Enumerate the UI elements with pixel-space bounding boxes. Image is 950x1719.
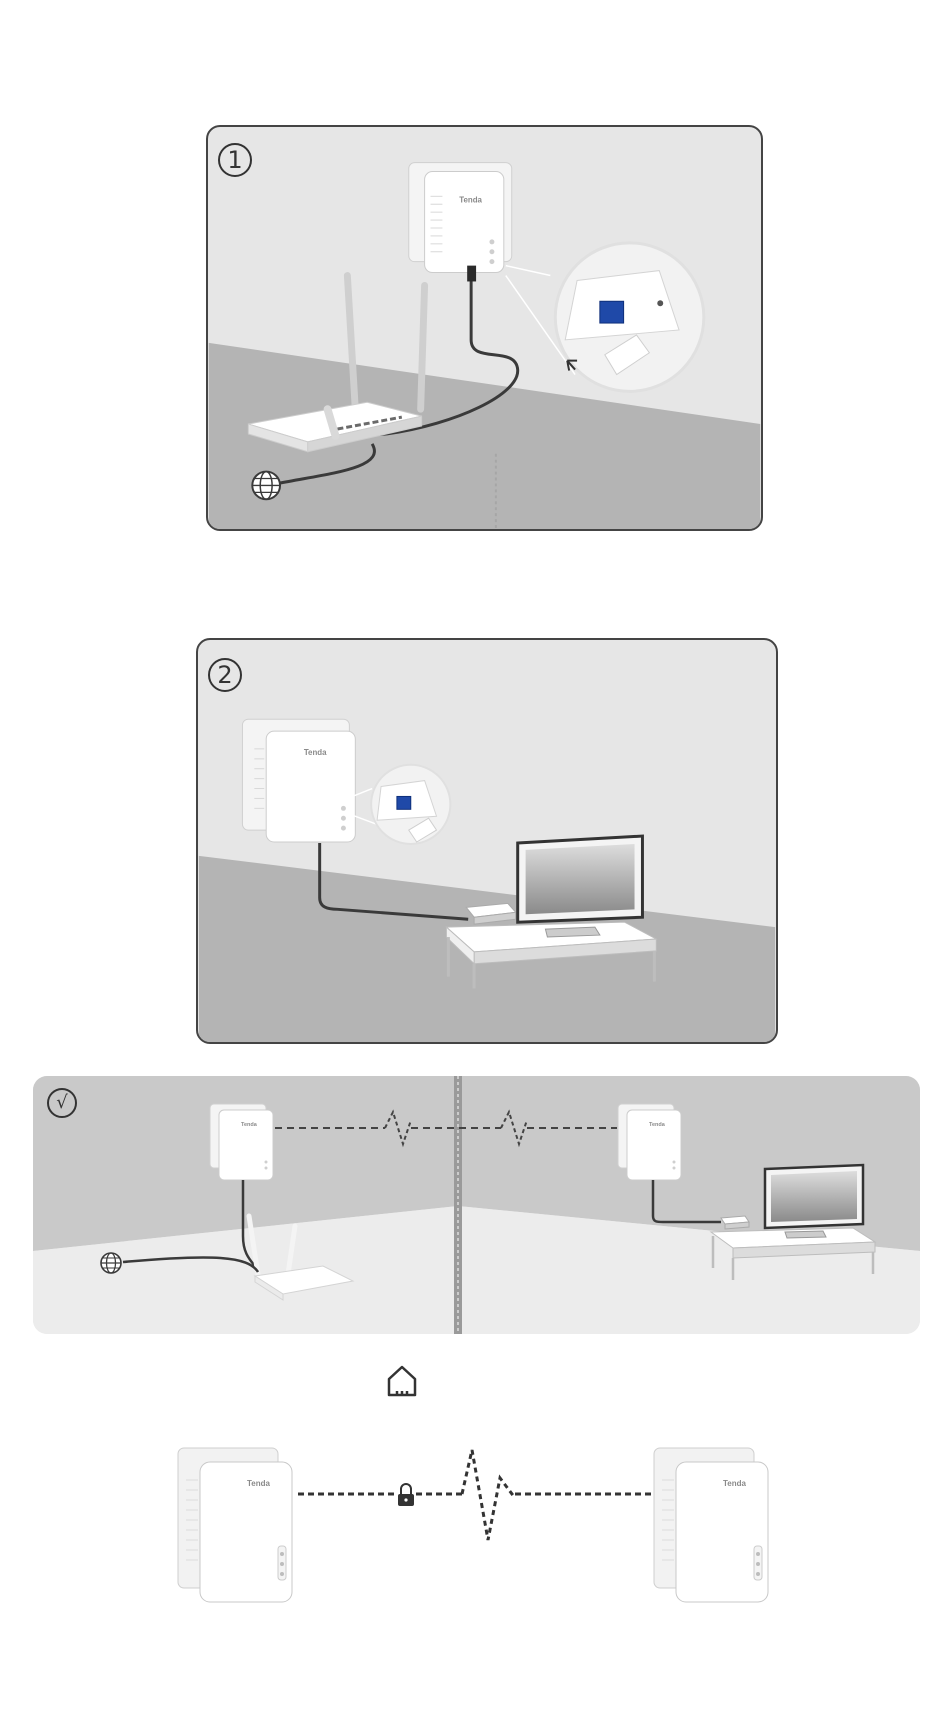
step-1-panel: Tenda [206, 125, 763, 531]
step-2-panel: Tenda [196, 638, 778, 1044]
step-1-badge: 1 [218, 143, 252, 177]
powerline-adapter-left: Tenda [210, 1104, 273, 1180]
adapter-brand-label: Tenda [241, 1122, 258, 1128]
ethernet-port [397, 796, 411, 809]
step-2-badge: 2 [208, 658, 242, 692]
powerline-adapter-right: Tenda [618, 1104, 681, 1180]
ethernet-port [600, 301, 624, 323]
powerline-adapter: Tenda [242, 719, 355, 842]
result-panel: Tenda Tenda [33, 1076, 920, 1334]
encrypted-powerline-link [298, 1450, 652, 1540]
step-2-illustration: Tenda [198, 640, 776, 1042]
zigzag-signal-icon [462, 1450, 515, 1540]
home-icon [386, 1364, 418, 1398]
port-zoom-callout [371, 765, 450, 844]
adapter-brand-label: Tenda [723, 1479, 747, 1488]
result-illustration: Tenda Tenda [33, 1076, 920, 1334]
globe-icon [252, 472, 280, 500]
powerline-adapter-left: Tenda [178, 1448, 292, 1602]
adapter-brand-label: Tenda [649, 1122, 666, 1128]
lock-icon [398, 1484, 414, 1506]
adapter-brand-label: Tenda [247, 1479, 271, 1488]
adapter-brand-label: Tenda [459, 195, 482, 204]
adapter-brand-label: Tenda [304, 748, 327, 757]
check-mark-icon: √ [47, 1088, 77, 1118]
globe-icon [101, 1253, 121, 1273]
powerline-adapter: Tenda [409, 163, 512, 273]
step-1-illustration: Tenda [208, 127, 761, 529]
port-zoom-callout [555, 243, 704, 392]
set-top-box [721, 1216, 749, 1229]
powerline-adapter-right: Tenda [654, 1448, 768, 1602]
pairing-illustration: Tenda Tenda [170, 1440, 770, 1610]
